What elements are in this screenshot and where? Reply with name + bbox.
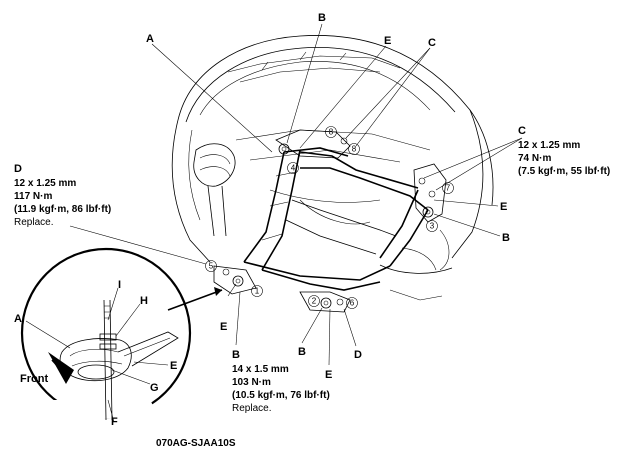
inset-label-i: I <box>118 279 121 291</box>
svg-text:8: 8 <box>352 145 357 154</box>
spec-b-size: 14 x 1.5 mm <box>232 364 289 375</box>
vehicle-body <box>171 35 494 301</box>
tightening-sequence: 1 2 3 4 5 6 7 8 8 <box>205 126 454 309</box>
spec-b-note: Replace. <box>232 403 271 414</box>
sequence-7: 7 <box>442 182 454 194</box>
sequence-4: 4 <box>287 162 299 174</box>
spec-block-d: D 12 x 1.25 mm 117 N·m (11.9 kgf·m, 86 l… <box>14 163 111 228</box>
inset-label-a: A <box>14 313 22 325</box>
svg-text:7: 7 <box>446 184 451 193</box>
bolt-d <box>336 298 344 306</box>
label-b-bottom: B <box>298 346 306 358</box>
label-d-bottom: D <box>354 349 362 361</box>
spec-b-torque: 103 N·m <box>232 377 271 388</box>
spec-d-size: 12 x 1.25 mm <box>14 178 76 189</box>
spec-d-torque-alt: (11.9 kgf·m, 86 lbf·ft) <box>14 204 111 215</box>
sequence-5: 5 <box>205 260 217 272</box>
bolt-b-lower <box>320 297 332 309</box>
label-b-top: B <box>318 12 326 24</box>
spec-c-size: 12 x 1.25 mm <box>518 140 580 151</box>
bolt-c <box>418 177 426 185</box>
bolt-b-upper-left <box>278 143 290 155</box>
label-e-top: E <box>384 35 391 47</box>
label-e-right: E <box>500 201 507 213</box>
spec-b-letter: B <box>232 349 240 361</box>
bolt-d <box>222 268 230 276</box>
sequence-3: 3 <box>426 220 438 232</box>
svg-text:5: 5 <box>209 262 214 271</box>
bolt-c <box>340 137 348 145</box>
spec-block-b: B 14 x 1.5 mm 103 N·m (10.5 kgf·m, 76 lb… <box>232 349 330 414</box>
label-c-top: C <box>428 37 436 49</box>
front-subframe <box>213 129 447 313</box>
sequence-8b: 8 <box>348 143 360 155</box>
inset-label-e: E <box>170 360 177 372</box>
callout-labels: A B E C E B E B E D A I H E G F Front <box>14 12 510 428</box>
svg-text:3: 3 <box>430 222 435 231</box>
svg-text:6: 6 <box>350 299 355 308</box>
spec-d-torque: 117 N·m <box>14 191 52 202</box>
detail-inset <box>20 247 223 423</box>
label-b-right: B <box>502 232 510 244</box>
svg-text:4: 4 <box>291 164 296 173</box>
subframe-bolts <box>222 137 436 309</box>
leader-lines <box>69 23 523 366</box>
front-label: Front <box>20 373 48 385</box>
label-e-left: E <box>220 321 227 333</box>
bolt-b-right <box>422 206 434 218</box>
inset-label-g: G <box>150 382 159 394</box>
svg-text:2: 2 <box>312 297 317 306</box>
figure-code: 070AG-SJAA10S <box>156 438 236 449</box>
inset-label-h: H <box>140 295 148 307</box>
spec-b-torque-alt: (10.5 kgf·m, 76 lbf·ft) <box>232 390 330 401</box>
spec-d-note: Replace. <box>14 217 53 228</box>
bolt-c <box>428 190 436 198</box>
label-e-bottom: E <box>325 369 332 381</box>
sequence-6: 6 <box>346 297 358 309</box>
spec-c-torque: 74 N·m <box>518 153 551 164</box>
inset-label-f: F <box>111 416 118 428</box>
svg-text:8: 8 <box>329 128 334 137</box>
sequence-1: 1 <box>251 285 263 297</box>
spec-c-letter: C <box>518 125 526 137</box>
front-arrow-icon <box>48 352 74 384</box>
label-a: A <box>146 33 154 45</box>
spec-block-c: C 12 x 1.25 mm 74 N·m (7.5 kgf·m, 55 lbf… <box>518 125 610 177</box>
spec-c-torque-alt: (7.5 kgf·m, 55 lbf·ft) <box>518 166 610 177</box>
svg-text:1: 1 <box>255 287 260 296</box>
bolt-b-left-lower <box>232 275 244 287</box>
sequence-2: 2 <box>308 295 320 307</box>
sequence-8a: 8 <box>325 126 337 138</box>
spec-d-letter: D <box>14 163 22 175</box>
